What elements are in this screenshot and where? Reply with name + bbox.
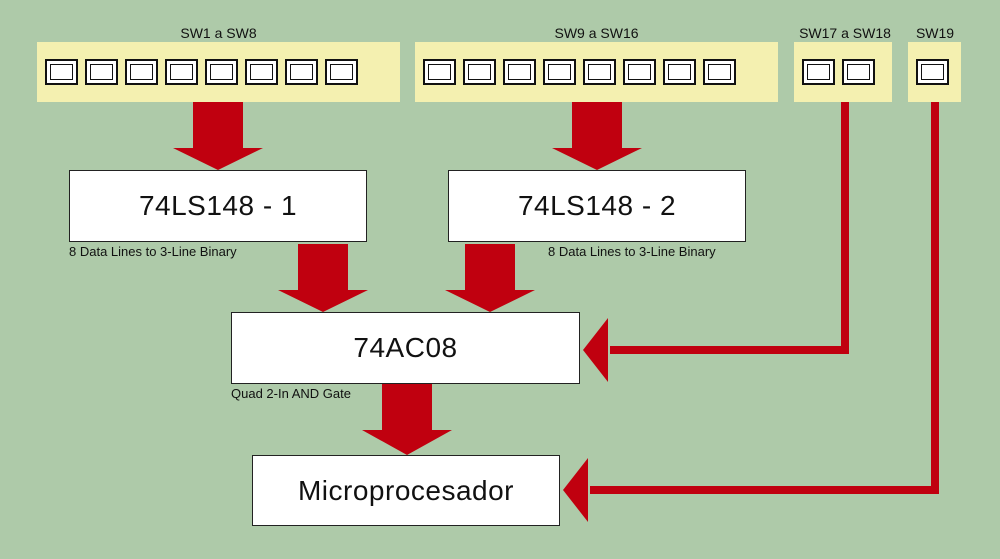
encoder1-description: 8 Data Lines to 3-Line Binary xyxy=(69,244,237,259)
switch-2-3 xyxy=(503,59,536,85)
switch-2-6 xyxy=(623,59,656,85)
switch-2-4 xyxy=(543,59,576,85)
group-label-sw1-8: SW1 a SW8 xyxy=(180,25,257,41)
switch-2-2 xyxy=(463,59,496,85)
switch-1-7 xyxy=(285,59,318,85)
switch-3-2 xyxy=(842,59,875,85)
line-sw19-to-mcu xyxy=(590,102,939,494)
switch-2-8 xyxy=(703,59,736,85)
switch-bar-sw9-16 xyxy=(415,42,778,102)
switch-bar-sw19 xyxy=(908,42,961,102)
switch-bar-sw1-8 xyxy=(37,42,400,102)
arrow-encoder1-to-and xyxy=(278,244,368,312)
arrowhead-sw19-to-mcu xyxy=(563,458,588,522)
switch-1-4 xyxy=(165,59,198,85)
microprocessor-block: Microprocesador xyxy=(252,455,560,526)
switch-2-7 xyxy=(663,59,696,85)
encoder1-block: 74LS148 - 1 xyxy=(69,170,367,242)
switch-1-2 xyxy=(85,59,118,85)
group-label-sw9-16: SW9 a SW16 xyxy=(554,25,639,41)
arrow-sw1-to-encoder1 xyxy=(173,102,263,170)
switch-2-1 xyxy=(423,59,456,85)
switch-1-8 xyxy=(325,59,358,85)
arrowhead-sw17-18-to-and xyxy=(583,318,608,382)
encoder2-name: 74LS148 - 2 xyxy=(517,190,677,221)
arrow-and-to-mcu xyxy=(362,384,452,455)
and-gate-description: Quad 2-In AND Gate xyxy=(231,386,351,401)
and-gate-block: 74AC08 xyxy=(231,312,580,384)
switch-bar-sw17-18 xyxy=(794,42,892,102)
switch-1-1 xyxy=(45,59,78,85)
encoder2-description: 8 Data Lines to 3-Line Binary xyxy=(548,244,716,259)
switch-4-1 xyxy=(916,59,949,85)
encoder2-block: 74LS148 - 2 xyxy=(448,170,746,242)
arrow-encoder2-to-and xyxy=(445,244,535,312)
group-label-sw19: SW19 xyxy=(915,25,955,41)
encoder1-name: 74LS148 - 1 xyxy=(138,190,298,221)
switch-1-6 xyxy=(245,59,278,85)
switch-3-1 xyxy=(802,59,835,85)
microprocessor-name: Microprocesador xyxy=(297,474,515,506)
group-label-sw17-18: SW17 a SW18 xyxy=(799,25,891,41)
line-sw17-18-to-and xyxy=(610,102,849,354)
and-gate-name: 74AC08 xyxy=(353,332,458,363)
switch-1-5 xyxy=(205,59,238,85)
switch-1-3 xyxy=(125,59,158,85)
arrow-sw9-to-encoder2 xyxy=(552,102,642,170)
switch-2-5 xyxy=(583,59,616,85)
